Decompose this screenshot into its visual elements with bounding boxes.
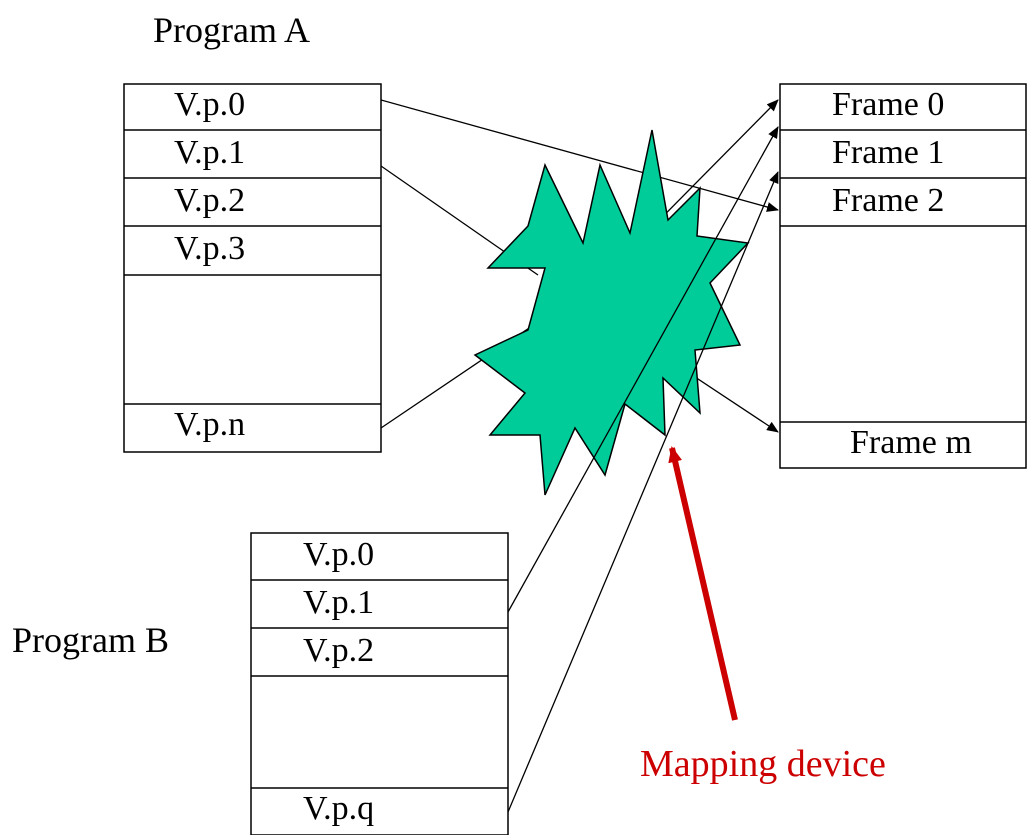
program-a-title: Program A (153, 10, 310, 50)
program-a-page-n: V.p.n (174, 406, 246, 443)
program-a-page-1: V.p.1 (174, 134, 246, 171)
program-b-mapping-lines (507, 126, 779, 813)
program-b-page-0: V.p.0 (303, 536, 375, 573)
memory-frame-1: Frame 1 (832, 134, 945, 171)
memory-frame-m: Frame m (850, 424, 972, 461)
program-b-page-q: V.p.q (303, 790, 375, 827)
program-b-table (250, 532, 509, 835)
program-a-page-3: V.p.3 (174, 230, 246, 267)
memory-frame-2: Frame 2 (832, 182, 945, 219)
program-b-page-2: V.p.2 (303, 632, 375, 669)
memory-frame-0: Frame 0 (832, 86, 945, 123)
mapping-device-arrow (668, 446, 738, 721)
mapping-device-label: Mapping device (640, 743, 886, 785)
memory-frames-table (779, 83, 1027, 469)
program-b-page-1: V.p.1 (303, 584, 375, 621)
program-b-title: Program B (12, 620, 169, 660)
program-a-table (123, 83, 382, 453)
program-a-page-0: V.p.0 (174, 86, 246, 123)
mapping-device-starburst (473, 129, 750, 496)
program-a-page-2: V.p.2 (174, 182, 246, 219)
